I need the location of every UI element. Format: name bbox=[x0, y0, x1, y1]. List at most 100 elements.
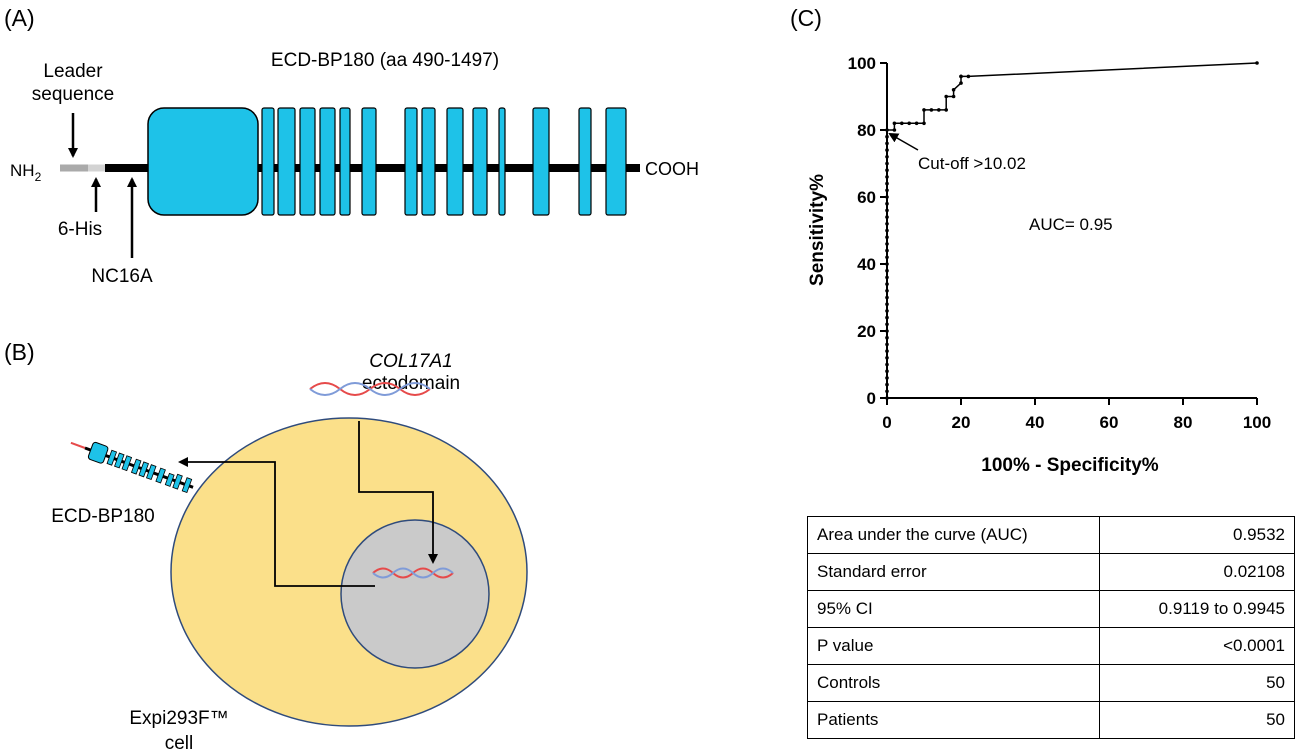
roc-point bbox=[885, 222, 889, 226]
y-tick-label: 100 bbox=[848, 54, 876, 73]
protein-schematic bbox=[60, 107, 640, 216]
roc-point bbox=[914, 121, 919, 126]
x-tick-label: 60 bbox=[1100, 413, 1119, 432]
collagen-domain-3 bbox=[299, 107, 316, 216]
roc-point bbox=[885, 295, 889, 300]
roc-point bbox=[885, 315, 889, 320]
y-tick-label: 20 bbox=[857, 322, 876, 341]
cell-label-2: cell bbox=[165, 733, 194, 754]
roc-point bbox=[885, 396, 889, 400]
secreted-protein-label: ECD-BP180 bbox=[51, 506, 155, 527]
roc-point bbox=[944, 108, 948, 112]
stats-label: Area under the curve (AUC) bbox=[807, 516, 1100, 554]
roc-point bbox=[885, 335, 889, 340]
roc-point bbox=[929, 108, 934, 112]
roc-point bbox=[885, 141, 889, 146]
collagen-domain-8 bbox=[421, 107, 436, 216]
stats-value: 50 bbox=[1099, 664, 1295, 702]
nh2-label: NH2 bbox=[10, 161, 42, 184]
roc-point bbox=[900, 121, 904, 126]
y-tick-label: 80 bbox=[857, 121, 876, 140]
y-tick-label: 0 bbox=[867, 389, 876, 408]
roc-point bbox=[892, 128, 897, 132]
roc-point bbox=[885, 309, 889, 313]
collagenous-domains bbox=[261, 107, 627, 216]
y-tick-label: 60 bbox=[857, 188, 876, 207]
collagen-domain-2 bbox=[277, 107, 296, 216]
nc16a-domain bbox=[147, 107, 259, 216]
cooh-label: COOH bbox=[645, 159, 699, 179]
y-axis-title: Sensitivity% bbox=[807, 174, 828, 286]
roc-point bbox=[885, 175, 889, 179]
auc-annotation: AUC= 0.95 bbox=[1029, 215, 1113, 234]
roc-point bbox=[885, 235, 889, 239]
collagen-domain-12 bbox=[532, 107, 550, 216]
roc-point bbox=[885, 255, 889, 260]
roc-point bbox=[885, 161, 889, 166]
stats-label: 95% CI bbox=[807, 590, 1100, 628]
roc-point bbox=[885, 382, 889, 387]
roc-point bbox=[885, 128, 889, 132]
leader-label-2: sequence bbox=[32, 84, 114, 105]
collagen-domain-11 bbox=[498, 107, 506, 216]
x-tick-label: 40 bbox=[1026, 413, 1045, 432]
collagen-domain-9 bbox=[446, 107, 464, 216]
roc-point bbox=[885, 181, 889, 186]
roc-point bbox=[959, 81, 963, 85]
roc-point bbox=[885, 201, 889, 206]
panel-a-label: (A) bbox=[4, 5, 35, 31]
x-tick-label: 20 bbox=[952, 413, 971, 432]
gene-label: COL17A1 bbox=[369, 351, 452, 372]
roc-point bbox=[885, 148, 889, 152]
stats-value: 0.9532 bbox=[1099, 516, 1295, 554]
x-tick-label: 80 bbox=[1174, 413, 1193, 432]
ecd-title: ECD-BP180 (aa 490-1497) bbox=[271, 50, 499, 71]
roc-point bbox=[885, 369, 889, 374]
stats-label: Patients bbox=[807, 701, 1100, 739]
roc-point bbox=[885, 302, 889, 307]
roc-point bbox=[885, 155, 889, 159]
roc-point bbox=[885, 268, 889, 273]
cutoff-arrow bbox=[888, 133, 919, 151]
roc-point bbox=[885, 389, 889, 394]
roc-point bbox=[885, 322, 889, 327]
collagen-domain-10 bbox=[472, 107, 488, 216]
roc-point bbox=[885, 195, 889, 199]
roc-point bbox=[922, 108, 926, 112]
roc-point bbox=[885, 356, 889, 360]
x-tick-label: 0 bbox=[882, 413, 891, 432]
stats-row: P value<0.0001 bbox=[807, 627, 1295, 665]
roc-point bbox=[951, 94, 956, 99]
stats-label: P value bbox=[807, 627, 1100, 665]
stats-row: Area under the curve (AUC)0.9532 bbox=[807, 516, 1295, 554]
leader-label-1: Leader bbox=[43, 61, 103, 82]
stats-label: Controls bbox=[807, 664, 1100, 702]
roc-point bbox=[885, 362, 889, 367]
secretion-arrow bbox=[178, 457, 375, 587]
collagen-domain-1 bbox=[261, 107, 275, 216]
roc-point bbox=[1255, 61, 1259, 65]
stats-value: 0.9119 to 0.9945 bbox=[1099, 590, 1295, 628]
x-tick-label: 100 bbox=[1243, 413, 1271, 432]
stats-value: <0.0001 bbox=[1099, 627, 1295, 665]
roc-point bbox=[885, 228, 889, 233]
y-tick-label: 40 bbox=[857, 255, 876, 274]
roc-point bbox=[885, 349, 889, 353]
roc-curve bbox=[886, 62, 1258, 398]
stats-value: 50 bbox=[1099, 701, 1295, 739]
x-axis-title: 100% - Specificity% bbox=[981, 455, 1159, 476]
roc-point bbox=[885, 188, 889, 193]
transfection-arrow bbox=[358, 421, 438, 564]
roc-point bbox=[951, 88, 956, 92]
collagen-domain-4 bbox=[319, 107, 336, 216]
stats-value: 0.02108 bbox=[1099, 553, 1295, 591]
collagen-domain-5 bbox=[339, 107, 351, 216]
roc-point bbox=[885, 242, 889, 246]
collagen-domain-13 bbox=[578, 107, 592, 216]
